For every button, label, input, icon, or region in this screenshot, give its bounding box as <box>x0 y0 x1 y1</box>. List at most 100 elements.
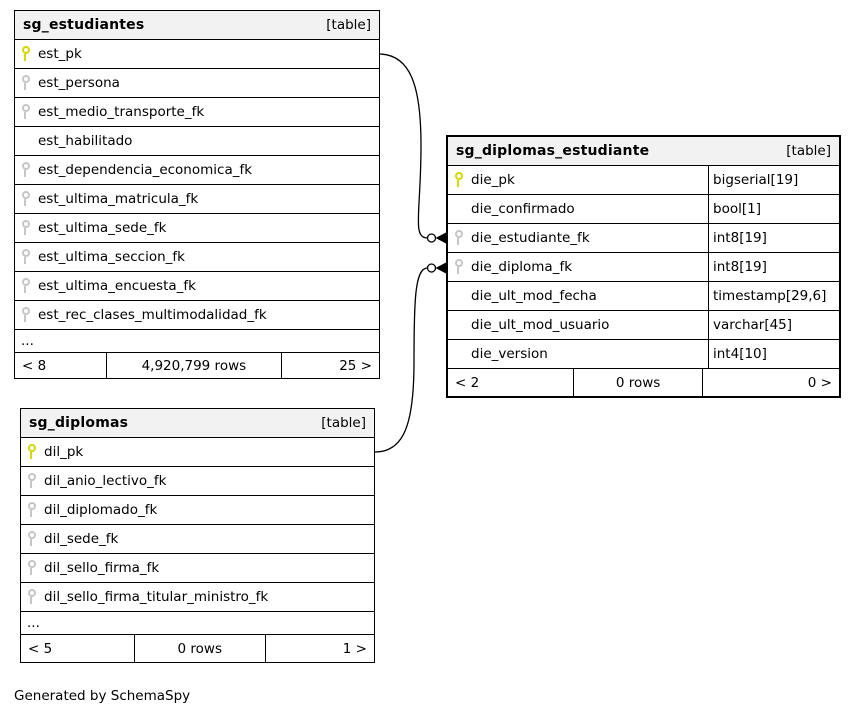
column-row: est_dependencia_economica_fk <box>15 156 379 185</box>
parents-count: < 5 <box>28 640 53 657</box>
column-name: est_persona <box>38 75 120 91</box>
column-type: int8[19] <box>708 253 839 281</box>
foreign-key-icon <box>21 220 31 236</box>
arrowhead-icon <box>435 262 446 274</box>
primary-key-icon <box>21 46 31 62</box>
table-title: sg_diplomas_estudiante <box>456 143 650 159</box>
column-name: die_pk <box>471 172 515 188</box>
table-node-sg-estudiantes[interactable]: sg_estudiantes [table] est_pk est_person… <box>14 10 380 379</box>
column-name: est_rec_clases_multimodalidad_fk <box>38 307 267 323</box>
no-key-spacer <box>454 346 464 362</box>
column-name: est_ultima_seccion_fk <box>38 249 185 265</box>
column-name: dil_sello_firma_fk <box>44 560 160 576</box>
column-type: timestamp[29,6] <box>708 282 839 310</box>
column-row: die_ult_mod_usuario varchar[45] <box>448 311 839 340</box>
column-name: est_habilitado <box>38 133 133 149</box>
column-name: die_diploma_fk <box>471 259 573 275</box>
primary-key-icon <box>27 444 37 460</box>
column-name: est_dependencia_economica_fk <box>38 162 253 178</box>
column-row: est_pk <box>15 40 379 69</box>
zero-or-one-circle-icon <box>426 263 437 273</box>
column-row: die_estudiante_fk int8[19] <box>448 224 839 253</box>
column-row: die_version int4[10] <box>448 340 839 369</box>
table-header[interactable]: sg_estudiantes [table] <box>15 11 379 40</box>
foreign-key-icon <box>27 502 37 518</box>
foreign-key-icon <box>27 589 37 605</box>
primary-key-icon <box>454 172 464 188</box>
row-count: 0 rows <box>133 635 265 662</box>
foreign-key-icon <box>454 230 464 246</box>
truncated-columns-indicator: ... <box>15 330 379 353</box>
table-type-badge: [table] <box>786 143 831 159</box>
parents-count: < 2 <box>455 374 480 391</box>
column-type: bool[1] <box>708 195 839 223</box>
no-key-spacer <box>21 133 31 149</box>
column-name: est_ultima_matricula_fk <box>38 191 199 207</box>
column-name: dil_sello_firma_titular_ministro_fk <box>44 589 269 605</box>
no-key-spacer <box>454 288 464 304</box>
column-name: die_estudiante_fk <box>471 230 590 246</box>
table-node-sg-diplomas[interactable]: sg_diplomas [table] dil_pk dil_anio_lect… <box>20 408 375 663</box>
column-row: est_ultima_sede_fk <box>15 214 379 243</box>
column-row: est_ultima_matricula_fk <box>15 185 379 214</box>
column-type: int8[19] <box>708 224 839 252</box>
column-name: est_ultima_sede_fk <box>38 220 167 236</box>
no-key-spacer <box>454 317 464 333</box>
table-footer: < 5 0 rows 1 > <box>21 635 374 662</box>
table-title: sg_estudiantes <box>23 17 145 33</box>
column-name: die_version <box>471 346 548 362</box>
column-row: dil_diplomado_fk <box>21 496 374 525</box>
table-title: sg_diplomas <box>29 415 129 431</box>
column-name: dil_sede_fk <box>44 531 119 547</box>
foreign-key-icon <box>27 560 37 576</box>
children-count: 25 > <box>280 353 379 378</box>
foreign-key-icon <box>27 473 37 489</box>
column-row: est_ultima_encuesta_fk <box>15 272 379 301</box>
table-header[interactable]: sg_diplomas [table] <box>21 409 374 438</box>
row-count: 4,920,799 rows <box>106 353 281 378</box>
table-footer: < 2 0 rows 0 > <box>448 369 839 396</box>
table-type-badge: [table] <box>326 17 371 33</box>
column-name: dil_anio_lectivo_fk <box>44 473 167 489</box>
table-node-sg-diplomas-estudiante[interactable]: sg_diplomas_estudiante [table] die_pk bi… <box>446 135 841 398</box>
column-name: est_ultima_encuesta_fk <box>38 278 196 294</box>
fk-connector-est-pk-to-die-estudiante-fk <box>379 53 446 244</box>
column-name: dil_diplomado_fk <box>44 502 158 518</box>
generated-by-label: Generated by SchemaSpy <box>14 688 191 704</box>
column-name: dil_pk <box>44 444 84 460</box>
column-name: die_ult_mod_fecha <box>471 288 597 304</box>
column-row: die_pk bigserial[19] <box>448 166 839 195</box>
truncated-columns-indicator: ... <box>21 612 374 635</box>
column-row: est_rec_clases_multimodalidad_fk <box>15 301 379 330</box>
table-header[interactable]: sg_diplomas_estudiante [table] <box>448 137 839 166</box>
row-count: 0 rows <box>573 369 702 396</box>
column-name: die_ult_mod_usuario <box>471 317 610 333</box>
foreign-key-icon <box>454 259 464 275</box>
children-count: 1 > <box>264 635 374 662</box>
column-row: die_ult_mod_fecha timestamp[29,6] <box>448 282 839 311</box>
column-row: est_ultima_seccion_fk <box>15 243 379 272</box>
column-name: est_medio_transporte_fk <box>38 104 205 120</box>
column-row: dil_sello_firma_titular_ministro_fk <box>21 583 374 612</box>
column-type: varchar[45] <box>708 311 839 339</box>
column-row: die_diploma_fk int8[19] <box>448 253 839 282</box>
table-footer: < 8 4,920,799 rows 25 > <box>15 353 379 378</box>
foreign-key-icon <box>21 162 31 178</box>
column-name: die_confirmado <box>471 201 575 217</box>
column-row: dil_anio_lectivo_fk <box>21 467 374 496</box>
children-count: 0 > <box>702 369 839 396</box>
table-type-badge: [table] <box>321 415 366 431</box>
arrowhead-icon <box>435 232 446 244</box>
column-row: est_habilitado <box>15 127 379 156</box>
foreign-key-icon <box>21 307 31 323</box>
foreign-key-icon <box>21 104 31 120</box>
foreign-key-icon <box>21 278 31 294</box>
column-row: dil_pk <box>21 438 374 467</box>
zero-or-one-circle-icon <box>426 233 437 243</box>
foreign-key-icon <box>21 191 31 207</box>
foreign-key-icon <box>21 75 31 91</box>
parents-count: < 8 <box>22 357 47 374</box>
column-row: est_persona <box>15 69 379 98</box>
column-type: bigserial[19] <box>708 166 839 194</box>
column-type: int4[10] <box>708 340 839 368</box>
